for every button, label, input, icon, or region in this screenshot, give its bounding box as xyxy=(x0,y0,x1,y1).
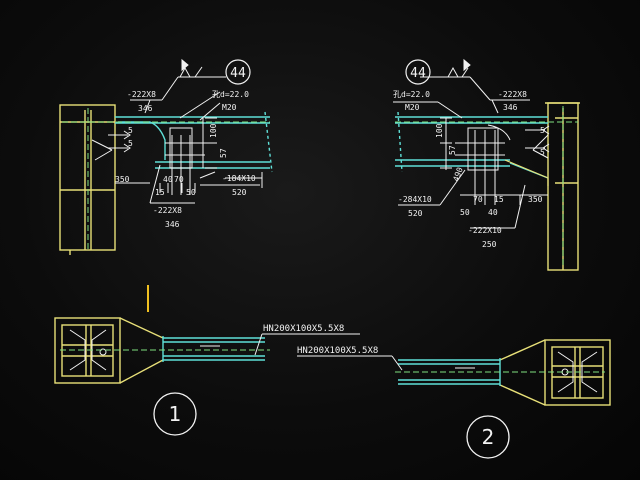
label-dim-350-right: 350 xyxy=(528,195,543,204)
label-plate-right: -284X10 xyxy=(398,195,432,204)
label-weld-bottom-len-right: 250 xyxy=(482,240,497,249)
plan-right-number: 2 xyxy=(482,425,495,449)
marker-left[interactable]: 44 xyxy=(225,59,251,85)
label-dim-15-right: 15 xyxy=(494,195,504,204)
label-weld-size-1-left: 5 xyxy=(128,126,133,135)
label-weld-bottom-len-left: 346 xyxy=(165,220,180,229)
weld-symbol-left xyxy=(123,58,203,153)
plan-right: HN200X100X5.5X8 2 xyxy=(297,339,611,459)
detail-right: 44 孔d=22.0 M20 -222X8 346 5 5 100 57 490… xyxy=(393,58,580,271)
label-dim-40-right: 40 xyxy=(488,208,498,217)
bolt-group-left xyxy=(165,127,205,195)
centerlines-left xyxy=(62,108,270,250)
label-dim-50-right: 50 xyxy=(460,208,470,217)
label-plate-left: -184X10 xyxy=(222,174,256,183)
label-plate-dim-right: 520 xyxy=(408,209,423,218)
label-weld-top-len-left: 346 xyxy=(138,104,153,113)
detail-left: 44 -222X8 346 孔d=22.0 M20 5 5 100 57 -18… xyxy=(59,58,273,255)
bolt-group-right xyxy=(455,124,511,205)
plan-right-beam-label: HN200X100X5.5X8 xyxy=(297,346,378,356)
plan-left-beam-label: HN200X100X5.5X8 xyxy=(263,324,344,334)
plan-left-leader xyxy=(200,333,360,356)
beam-left xyxy=(115,111,273,173)
label-plate-dim-left: 520 xyxy=(232,188,247,197)
weld-symbol-right xyxy=(447,58,550,153)
marker-right-label: 44 xyxy=(410,66,426,81)
leaders-left xyxy=(91,76,263,204)
label-bolt-hole-right: 孔d=22.0 xyxy=(393,90,430,99)
label-weld-top-left: -222X8 xyxy=(127,90,156,99)
label-weld-size-2-left: 5 xyxy=(128,139,133,148)
label-weld-size-2-right: 5 xyxy=(540,148,545,157)
label-bolt-left: M20 xyxy=(222,103,237,112)
leaders-right xyxy=(393,76,549,229)
label-dim-100-left: 100 xyxy=(209,123,218,138)
plan-right-beam xyxy=(398,358,501,386)
label-weld-bottom-left: -222X8 xyxy=(153,206,182,215)
plan-left-beam xyxy=(162,336,265,362)
label-weld-bottom-right: -222X10 xyxy=(468,226,502,235)
centerlines-right xyxy=(395,106,578,268)
marker-left-label: 44 xyxy=(230,66,246,81)
label-dim-40-left: 40 xyxy=(163,175,173,184)
label-dim-490-right: 490 xyxy=(451,166,464,183)
label-dim-100-right: 100 xyxy=(435,123,444,138)
label-dim-57-right: 57 xyxy=(448,145,457,155)
marker-right[interactable]: 44 xyxy=(405,59,431,85)
label-dim-70-right: 70 xyxy=(473,195,483,204)
label-bolt-hole-left: 孔d=22.0 xyxy=(212,90,249,99)
label-dim-70-left: 70 xyxy=(174,175,184,184)
haunch-right xyxy=(504,159,549,186)
label-weld-top-right: -222X8 xyxy=(498,90,527,99)
label-dim-350-left: 350 xyxy=(115,175,130,184)
plan-left-number-bubble[interactable]: 1 xyxy=(153,392,197,436)
plan-left: HN200X100X5.5X8 1 xyxy=(54,317,360,436)
plan-right-leader xyxy=(297,355,475,371)
label-weld-top-len-right: 346 xyxy=(503,103,518,112)
label-bolt-right: M20 xyxy=(405,103,420,112)
plan-left-number: 1 xyxy=(169,402,182,426)
label-dim-50-left: 50 xyxy=(186,188,196,197)
column-left xyxy=(59,104,116,255)
label-dim-57-left: 57 xyxy=(219,148,228,158)
label-dim-15-left: 15 xyxy=(155,188,165,197)
plan-right-number-bubble[interactable]: 2 xyxy=(466,415,510,459)
label-weld-size-1-right: 5 xyxy=(540,126,545,135)
